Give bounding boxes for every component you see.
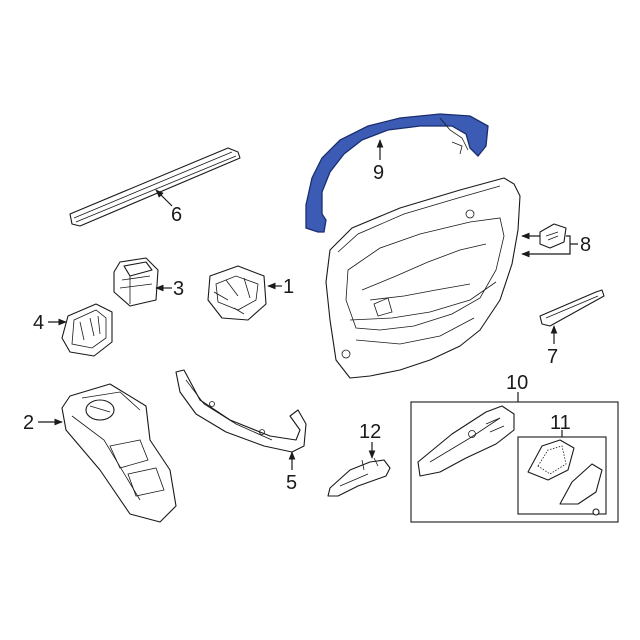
callout-10: 10 xyxy=(506,372,528,394)
leader-8 xyxy=(542,235,578,255)
part-10-pull-handle[interactable] xyxy=(417,405,515,477)
door-trim-panel[interactable] xyxy=(325,177,521,379)
leader-6 xyxy=(155,189,173,207)
part-7-trim-strip[interactable] xyxy=(539,289,605,327)
part-2-master-switch-panel[interactable] xyxy=(61,383,177,523)
callout-9: 9 xyxy=(373,162,384,184)
callout-2: 2 xyxy=(23,412,34,434)
upper-trim-molding[interactable] xyxy=(305,113,489,233)
part-3-switch[interactable] xyxy=(113,257,159,307)
callout-7: 7 xyxy=(547,346,558,368)
part-5-bracket[interactable] xyxy=(175,369,307,453)
callout-8: 8 xyxy=(580,234,591,256)
callout-11: 11 xyxy=(550,412,571,434)
callout-12: 12 xyxy=(359,421,381,443)
callout-4: 4 xyxy=(33,312,44,334)
part-1-window-switch[interactable] xyxy=(207,265,267,321)
part-12-bracket[interactable] xyxy=(327,457,391,497)
callout-5: 5 xyxy=(286,472,297,494)
part-8-clip[interactable] xyxy=(539,223,567,249)
callout-1: 1 xyxy=(283,276,294,298)
part-11-grille[interactable] xyxy=(527,439,603,516)
part-9-upper-trim[interactable] xyxy=(305,113,489,233)
part-6-belt-weatherstrip[interactable] xyxy=(69,147,241,227)
kit-box-10 xyxy=(410,401,619,523)
callout-3: 3 xyxy=(173,278,184,300)
part-4-switch-bezel[interactable] xyxy=(61,303,113,357)
callout-6: 6 xyxy=(171,204,182,226)
